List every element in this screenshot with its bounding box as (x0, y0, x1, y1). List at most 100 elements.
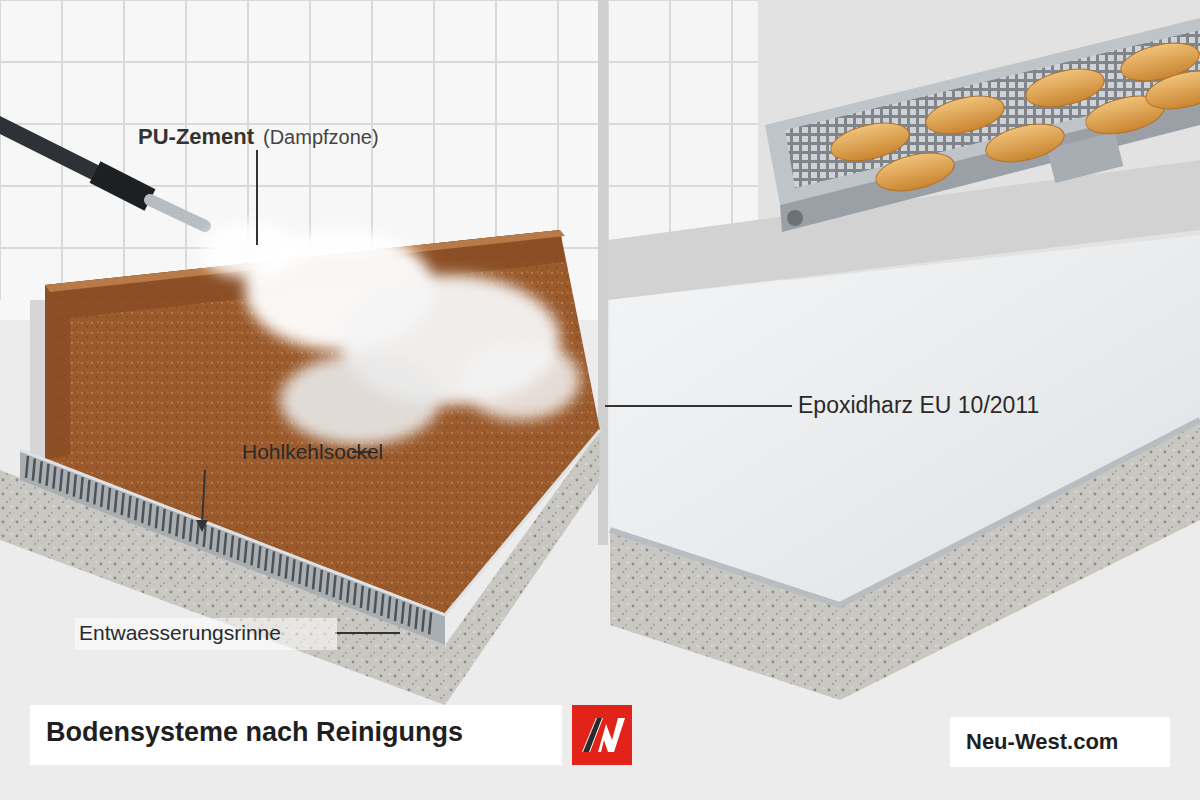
chicken-nugget (872, 146, 958, 197)
grate-slat (347, 581, 349, 603)
nozzle-grip (95, 172, 150, 200)
part-label: Hohlkehlsockel (242, 440, 383, 464)
grate-slat (368, 589, 370, 611)
leader-line (335, 632, 400, 634)
grate-slat (279, 554, 281, 576)
concrete-slab (840, 420, 1200, 700)
tile-joint (608, 123, 758, 125)
grate-slat (265, 549, 267, 571)
grate-slat (231, 536, 233, 558)
grate-slat (293, 559, 295, 581)
grate-slat (60, 469, 62, 491)
grate-slat (388, 596, 390, 618)
grate-slat (429, 612, 431, 634)
tile-joint (0, 185, 598, 187)
grate-slat (327, 573, 329, 595)
watermark: Neu-West.com (966, 729, 1118, 755)
grate-slat (129, 496, 131, 518)
grate-slat (245, 541, 247, 563)
leader-arrowhead (196, 520, 208, 532)
tile-joint (0, 61, 598, 63)
grate-slat (334, 575, 336, 597)
grate-slat (299, 562, 301, 584)
grate-slat (361, 586, 363, 608)
grate-slat (40, 461, 42, 483)
tile-joint (608, 0, 758, 1)
tile-joint (0, 0, 1, 300)
steam-puff (280, 355, 440, 445)
grate-slat (354, 583, 356, 605)
label-backdrop (75, 618, 337, 650)
material-label: Epoxidharz EU 10/2011 (798, 392, 1039, 419)
title: Bodensysteme nach Reinigungs (46, 717, 463, 748)
leader-line (202, 470, 205, 525)
epoxy-edge (610, 420, 1200, 605)
grate-slat (395, 599, 397, 621)
logo-mark (583, 718, 602, 752)
tile-wall (608, 0, 758, 260)
zone-note: (Dampfzone) (263, 126, 379, 149)
grate-slat (416, 607, 418, 629)
drain-grate (26, 456, 431, 634)
grate-slat (115, 490, 117, 512)
grate-slat (238, 538, 240, 560)
grate-slat (53, 467, 55, 489)
grate-slat (217, 530, 219, 552)
grate-slat (88, 480, 90, 502)
cove-skirting (45, 230, 565, 460)
tile-joint (185, 0, 187, 300)
grate-slat (211, 528, 213, 550)
chicken-nugget (922, 89, 1008, 140)
tile-joint (0, 0, 598, 1)
drain-channel (20, 450, 445, 645)
grate-slat (252, 543, 254, 565)
steam-cloud (200, 222, 580, 445)
wall-edge (30, 300, 45, 470)
tile-joint (608, 61, 758, 63)
tile-joint (608, 185, 758, 187)
leader-line (256, 150, 258, 245)
steam-nozzle (150, 200, 205, 226)
grate-slat (286, 557, 288, 579)
grate-slat (320, 570, 322, 592)
concrete-slab (610, 530, 840, 700)
grate-slat (135, 498, 137, 520)
grate-slat (375, 591, 377, 613)
grate-slat (26, 456, 28, 478)
grate-slat (33, 459, 35, 481)
grate-slat (204, 525, 206, 547)
grate-slat (176, 514, 178, 536)
logo-box (572, 705, 632, 765)
website-box (950, 717, 1170, 767)
grate-slat (313, 567, 315, 589)
grate-slat (101, 485, 103, 507)
grate-slat (409, 604, 411, 626)
grate-slat (190, 520, 192, 542)
grate-slat (224, 533, 226, 555)
grate-slat (81, 477, 83, 499)
leader-line (605, 405, 792, 407)
grate-slat (340, 578, 342, 600)
drain-edge (20, 430, 600, 615)
grate-slat (197, 522, 199, 544)
grate-slat (108, 488, 110, 510)
pu-cement-floor (45, 230, 600, 615)
grate-slat (149, 504, 151, 526)
grate-slat (156, 506, 158, 528)
grate-slat (183, 517, 185, 539)
grate-slat (306, 565, 308, 587)
chicken-nugget (1022, 62, 1108, 113)
grate-slat (422, 610, 424, 632)
grate-slat (163, 509, 165, 531)
grate-slat (74, 475, 76, 497)
grate-slat (258, 546, 260, 568)
title-box (30, 705, 562, 765)
tile-joint (0, 123, 598, 125)
grate-slat (272, 551, 274, 573)
grate-slat (67, 472, 69, 494)
steam-puff (460, 340, 580, 420)
grate-slat (170, 512, 172, 534)
grate-slat (94, 483, 96, 505)
